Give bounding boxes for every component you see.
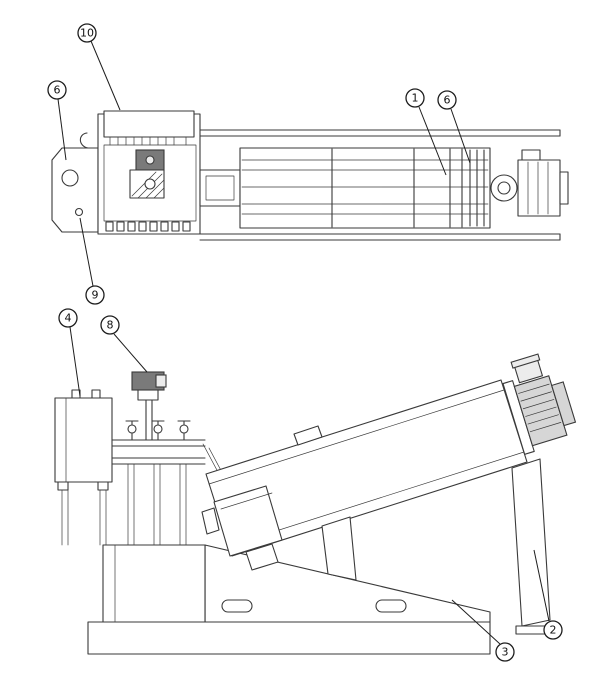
callout-label: 4 xyxy=(65,312,72,325)
callout-label: 6 xyxy=(54,84,61,97)
plate-hole xyxy=(61,169,79,187)
inlet-spout xyxy=(201,507,220,535)
callout-label: 6 xyxy=(444,94,451,107)
callout-6-left: 6 xyxy=(47,80,67,161)
drop-pipes xyxy=(127,463,187,546)
valve xyxy=(151,420,165,441)
motor-fins xyxy=(518,383,562,433)
control-box xyxy=(54,389,113,546)
stand-slot xyxy=(375,599,407,613)
terminal-strip xyxy=(105,221,191,232)
callout-3: 3 xyxy=(451,599,515,662)
screw-flights xyxy=(241,159,489,215)
callout-label: 1 xyxy=(412,92,419,105)
base-plate xyxy=(87,621,491,655)
callout-label: 2 xyxy=(550,624,557,637)
callout-6-right: 6 xyxy=(437,90,471,164)
frame-rails xyxy=(199,129,561,241)
support-leg xyxy=(511,458,553,635)
mounting-plate xyxy=(51,132,99,233)
discharge-chute xyxy=(245,543,279,571)
box-legs xyxy=(61,489,107,546)
end-bearing xyxy=(490,174,518,202)
callout-label: 8 xyxy=(107,319,114,332)
valve xyxy=(125,420,139,441)
valve xyxy=(177,420,191,441)
screen-drum xyxy=(239,147,491,229)
callout-8: 8 xyxy=(100,315,148,373)
terminal-box xyxy=(103,110,195,138)
drive-unit xyxy=(97,110,201,235)
pedestal xyxy=(102,544,206,623)
inlet-head xyxy=(201,485,283,571)
body-vent xyxy=(293,425,323,446)
side-view xyxy=(54,353,577,655)
plate-small-hole xyxy=(74,207,84,217)
body-drive-motor xyxy=(502,353,577,455)
lifting-hook xyxy=(79,132,89,149)
terminal-ribs xyxy=(109,136,187,146)
callout-4: 4 xyxy=(58,308,81,397)
callout-9: 9 xyxy=(79,217,105,305)
callout-1: 1 xyxy=(405,88,447,176)
callout-2: 2 xyxy=(533,549,563,640)
callout-label: 10 xyxy=(80,27,94,40)
support-bracket xyxy=(321,516,357,581)
inlet-neck xyxy=(199,169,241,207)
callout-label: 9 xyxy=(92,289,99,302)
stand-slot xyxy=(221,599,253,613)
callout-10: 10 xyxy=(77,23,121,111)
top-view xyxy=(51,110,569,241)
callout-label: 3 xyxy=(502,646,509,659)
discharge-gear-motor xyxy=(517,149,569,217)
